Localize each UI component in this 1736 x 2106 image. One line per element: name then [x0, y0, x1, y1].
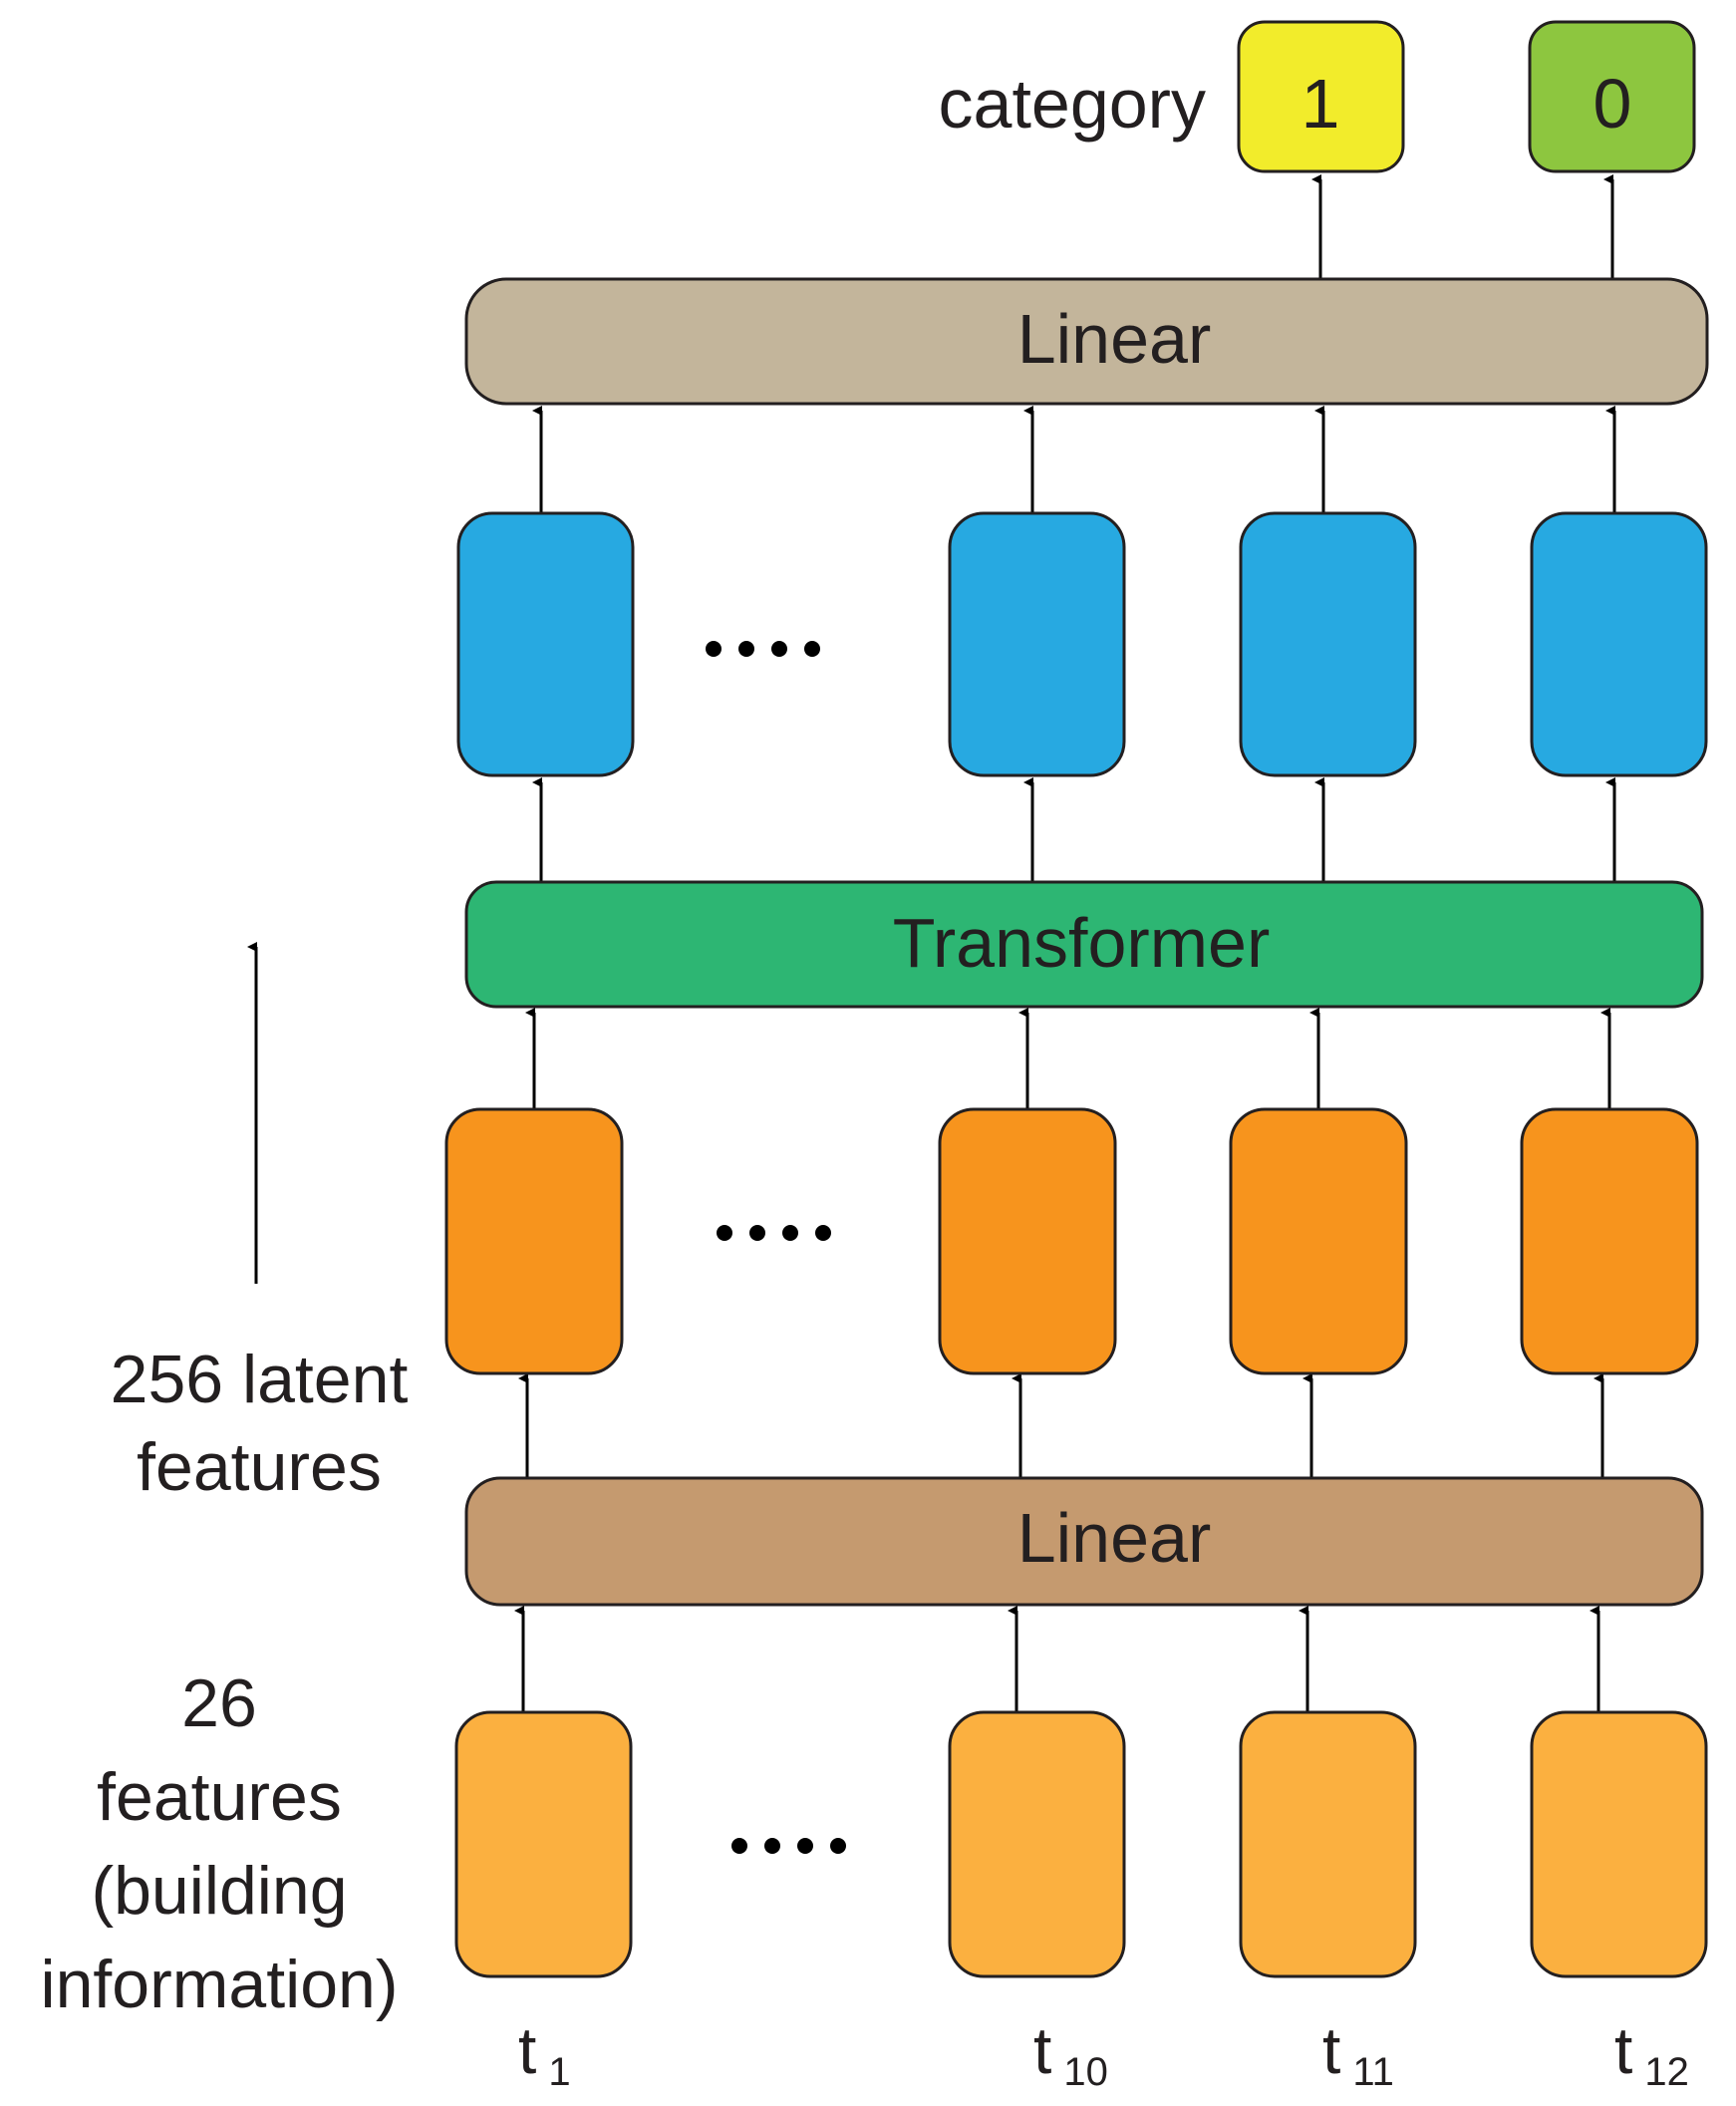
- time-step-subscript: 10: [1063, 2050, 1108, 2094]
- output-token-4: [1530, 511, 1708, 777]
- input-token-2: [948, 1710, 1126, 1978]
- ellipsis-dot: [782, 1225, 798, 1241]
- time-step-subscript: 1: [548, 2050, 570, 2094]
- input-token-ellipsis: [731, 1838, 846, 1854]
- latent-features-line-1: 256 latent: [110, 1342, 409, 1417]
- time-step-subscript: 12: [1644, 2050, 1689, 2094]
- arrows-layer: [247, 174, 1616, 1712]
- input-token-1: [454, 1710, 633, 1978]
- ellipsis-dot: [749, 1225, 765, 1241]
- output-token-3: [1239, 511, 1417, 777]
- output-token-2: [948, 511, 1126, 777]
- input-features-line-4: information): [40, 1947, 399, 2022]
- ellipsis-dot: [738, 641, 754, 657]
- transformer-layer-label: Transformer: [893, 904, 1271, 982]
- category-value-0: 0: [1593, 65, 1632, 143]
- category-box-1: [1237, 20, 1405, 173]
- latent-token-2: [938, 1107, 1117, 1375]
- time-step-base: t: [1614, 2013, 1632, 2087]
- input-features-line-3: (building: [91, 1853, 348, 1929]
- latent-token-ellipsis: [717, 1225, 831, 1241]
- linear-layer-top-label: Linear: [1017, 300, 1212, 378]
- latent-features-label: 256 latent features: [60, 1346, 458, 1521]
- ellipsis-dot: [731, 1838, 747, 1854]
- output-token-ellipsis: [706, 641, 820, 657]
- time-step-base: t: [1033, 2013, 1051, 2087]
- input-token-3: [1239, 1710, 1417, 1978]
- latent-features-line-2: features: [137, 1429, 382, 1505]
- time-step-base: t: [1322, 2013, 1340, 2087]
- ellipsis-dot: [815, 1225, 831, 1241]
- latent-token-3: [1229, 1107, 1408, 1375]
- latent-token-1: [444, 1107, 624, 1375]
- category-value-1: 1: [1302, 65, 1340, 143]
- time-step-subscript: 11: [1352, 2050, 1394, 2094]
- latent-token-4: [1520, 1107, 1699, 1375]
- ellipsis-dot: [771, 641, 787, 657]
- linear-layer-bottom-label: Linear: [1017, 1499, 1212, 1577]
- input-features-line-2: features: [97, 1759, 342, 1835]
- linear-layer-top: [464, 277, 1709, 406]
- ellipsis-dot: [804, 641, 820, 657]
- input-features-line-1: 26: [181, 1665, 257, 1741]
- ellipsis-dot: [797, 1838, 813, 1854]
- transformer-layer: [464, 880, 1704, 1009]
- time-step-label-4: t 12: [1614, 2013, 1689, 2094]
- ellipsis-dot: [706, 641, 722, 657]
- time-step-label-3: t 11: [1322, 2013, 1394, 2094]
- category-label: category: [939, 65, 1206, 143]
- input-token-4: [1530, 1710, 1708, 1978]
- time-step-base: t: [518, 2013, 536, 2087]
- ellipsis-dot: [764, 1838, 780, 1854]
- linear-layer-bottom: [464, 1476, 1704, 1607]
- output-token-1: [456, 511, 635, 777]
- input-features-label: 26 features (building information): [0, 1669, 438, 2044]
- time-step-label-2: t 10: [1033, 2013, 1108, 2094]
- ellipsis-dot: [830, 1838, 846, 1854]
- category-box-0: [1528, 20, 1696, 173]
- ellipsis-dot: [717, 1225, 732, 1241]
